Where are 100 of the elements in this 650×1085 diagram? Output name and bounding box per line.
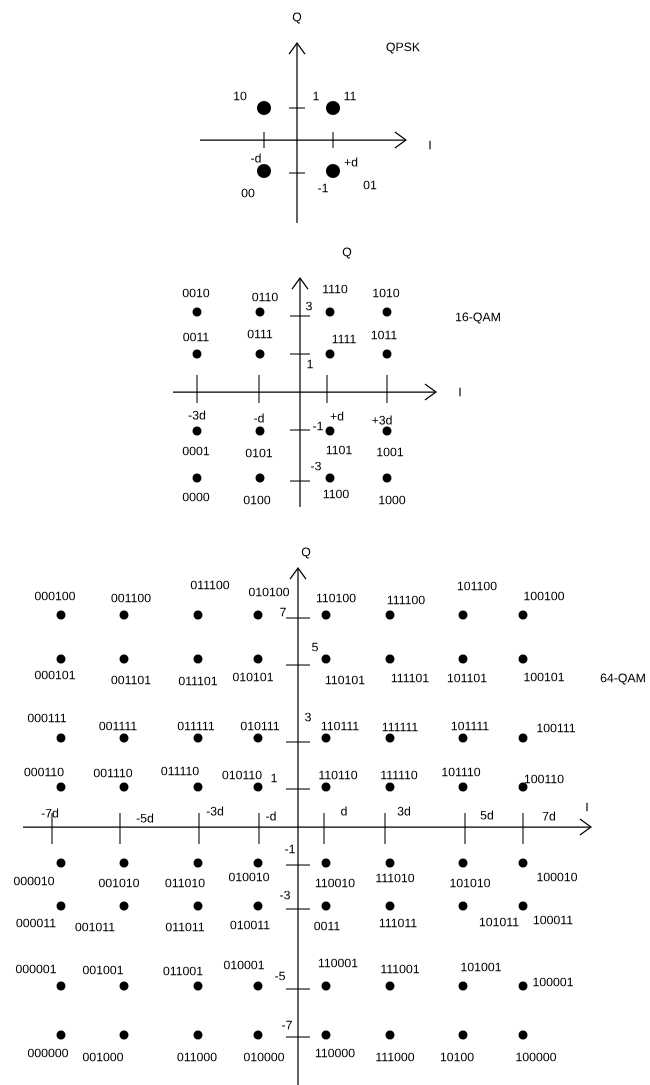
bit-label: 110010 xyxy=(315,878,355,888)
bit-label: 11 xyxy=(344,91,356,101)
bit-label: 1100 xyxy=(323,489,349,499)
tick-label: +3d xyxy=(372,415,392,425)
bit-label: 10 xyxy=(234,91,247,101)
tick-label: d xyxy=(341,806,347,816)
tick-label: -7d xyxy=(41,808,59,818)
tick-label: -3 xyxy=(311,461,321,471)
bit-label: 100000 xyxy=(516,1052,557,1062)
bit-label: 0001 xyxy=(182,446,210,456)
tick-label: -3 xyxy=(280,890,290,900)
tick-label: +d xyxy=(344,157,358,167)
bit-label: 0100 xyxy=(243,495,271,505)
bit-label: 0000 xyxy=(182,492,210,502)
bit-label: 1101 xyxy=(326,445,352,455)
axis-label: I xyxy=(586,802,588,812)
bit-label: 101001 xyxy=(461,962,501,972)
bit-label: 101111 xyxy=(451,721,489,731)
tick-label: -d xyxy=(251,153,261,163)
tick-label: -d xyxy=(254,413,264,423)
tick-label: -d xyxy=(266,811,276,821)
constellation-title: QPSK xyxy=(386,42,420,54)
bit-label: 0110 xyxy=(252,292,278,302)
bit-label: 000011 xyxy=(16,918,56,928)
tick-label: 1 xyxy=(307,359,313,369)
bit-label: 110000 xyxy=(315,1048,355,1058)
bit-label: 001110 xyxy=(93,768,133,778)
tick-label: 3 xyxy=(306,301,312,311)
bit-label: 0101 xyxy=(245,448,273,458)
bit-label: 001010 xyxy=(98,878,140,888)
tick-label: 5d xyxy=(480,810,494,820)
bit-label: 000110 xyxy=(24,767,64,777)
bit-label: 000101 xyxy=(34,670,75,680)
bit-label: 0011 xyxy=(314,921,340,931)
bit-label: 0010 xyxy=(182,288,210,298)
tick-label: -1 xyxy=(285,844,295,854)
bit-label: 000100 xyxy=(34,591,76,601)
bit-label: 1010 xyxy=(373,288,400,298)
bit-label: 001101 xyxy=(111,675,151,685)
bit-label: 010001 xyxy=(223,960,264,970)
bit-label: 100011 xyxy=(533,915,573,925)
bit-label: 001100 xyxy=(111,593,151,603)
bit-label: 111010 xyxy=(376,873,415,883)
tick-label: -1 xyxy=(318,183,328,193)
tick-label: +d xyxy=(330,411,344,421)
bit-label: 101010 xyxy=(450,878,491,888)
tick-label: -1 xyxy=(313,421,323,431)
bit-label: 110110 xyxy=(319,770,358,780)
bit-label: 011111 xyxy=(177,721,215,731)
bit-label: 010111 xyxy=(240,721,279,731)
axis-label: I xyxy=(459,387,461,397)
bit-label: 110100 xyxy=(316,593,356,603)
bit-label: 110101 xyxy=(325,675,365,685)
axis-label: I xyxy=(429,140,431,150)
tick-label: 5 xyxy=(312,642,318,652)
bit-label: 001001 xyxy=(82,965,123,975)
bit-label: 1111 xyxy=(332,334,356,344)
bit-label: 0111 xyxy=(247,329,273,339)
bit-label: 001000 xyxy=(82,1052,124,1062)
tick-label: 1 xyxy=(313,91,319,101)
bit-label: 101100 xyxy=(457,581,497,591)
bit-label: 010101 xyxy=(232,672,273,682)
constellation-title: 64-QAM xyxy=(600,673,645,685)
axis-label: Q xyxy=(292,12,302,24)
bit-label: 111100 xyxy=(387,595,425,605)
bit-label: 111000 xyxy=(376,1052,415,1062)
bit-label: 111011 xyxy=(379,918,417,928)
bit-label: 111111 xyxy=(382,722,418,732)
bit-label: 100010 xyxy=(537,872,578,882)
bit-label: 100111 xyxy=(537,723,575,733)
bit-label: 01 xyxy=(363,180,377,190)
bit-label: 011100 xyxy=(190,580,230,590)
tick-label: -5d xyxy=(136,813,154,823)
tick-label: 3d xyxy=(397,806,411,816)
bit-label: 010010 xyxy=(228,872,270,882)
bit-label: 111110 xyxy=(381,770,418,780)
tick-label: 1 xyxy=(271,773,277,783)
bit-label: 000000 xyxy=(27,1048,69,1058)
bit-label: 011011 xyxy=(165,922,204,932)
bit-label: 1110 xyxy=(323,284,348,294)
bit-label: 10100 xyxy=(440,1052,474,1062)
bit-label: 001011 xyxy=(75,922,115,932)
tick-label: 7d xyxy=(542,811,556,821)
bit-label: 101101 xyxy=(447,673,487,683)
bit-label: 101011 xyxy=(479,917,519,927)
bit-label: 000001 xyxy=(15,964,56,974)
bit-label: 1000 xyxy=(379,495,406,505)
bit-label: 111001 xyxy=(381,964,419,974)
tick-label: -5 xyxy=(275,971,285,981)
tick-label: 7 xyxy=(280,607,286,617)
bit-label: 011110 xyxy=(161,766,199,776)
bit-label: 011000 xyxy=(177,1052,217,1062)
axis-label: Q xyxy=(301,547,311,559)
bit-label: 1001 xyxy=(377,447,404,457)
bit-label: 100110 xyxy=(524,774,564,784)
bit-label: 011010 xyxy=(165,878,205,888)
bit-label: 000111 xyxy=(27,713,66,723)
bit-label: 101110 xyxy=(442,767,481,777)
bit-label: 100001 xyxy=(533,977,573,987)
bit-label: 1011 xyxy=(371,330,397,340)
